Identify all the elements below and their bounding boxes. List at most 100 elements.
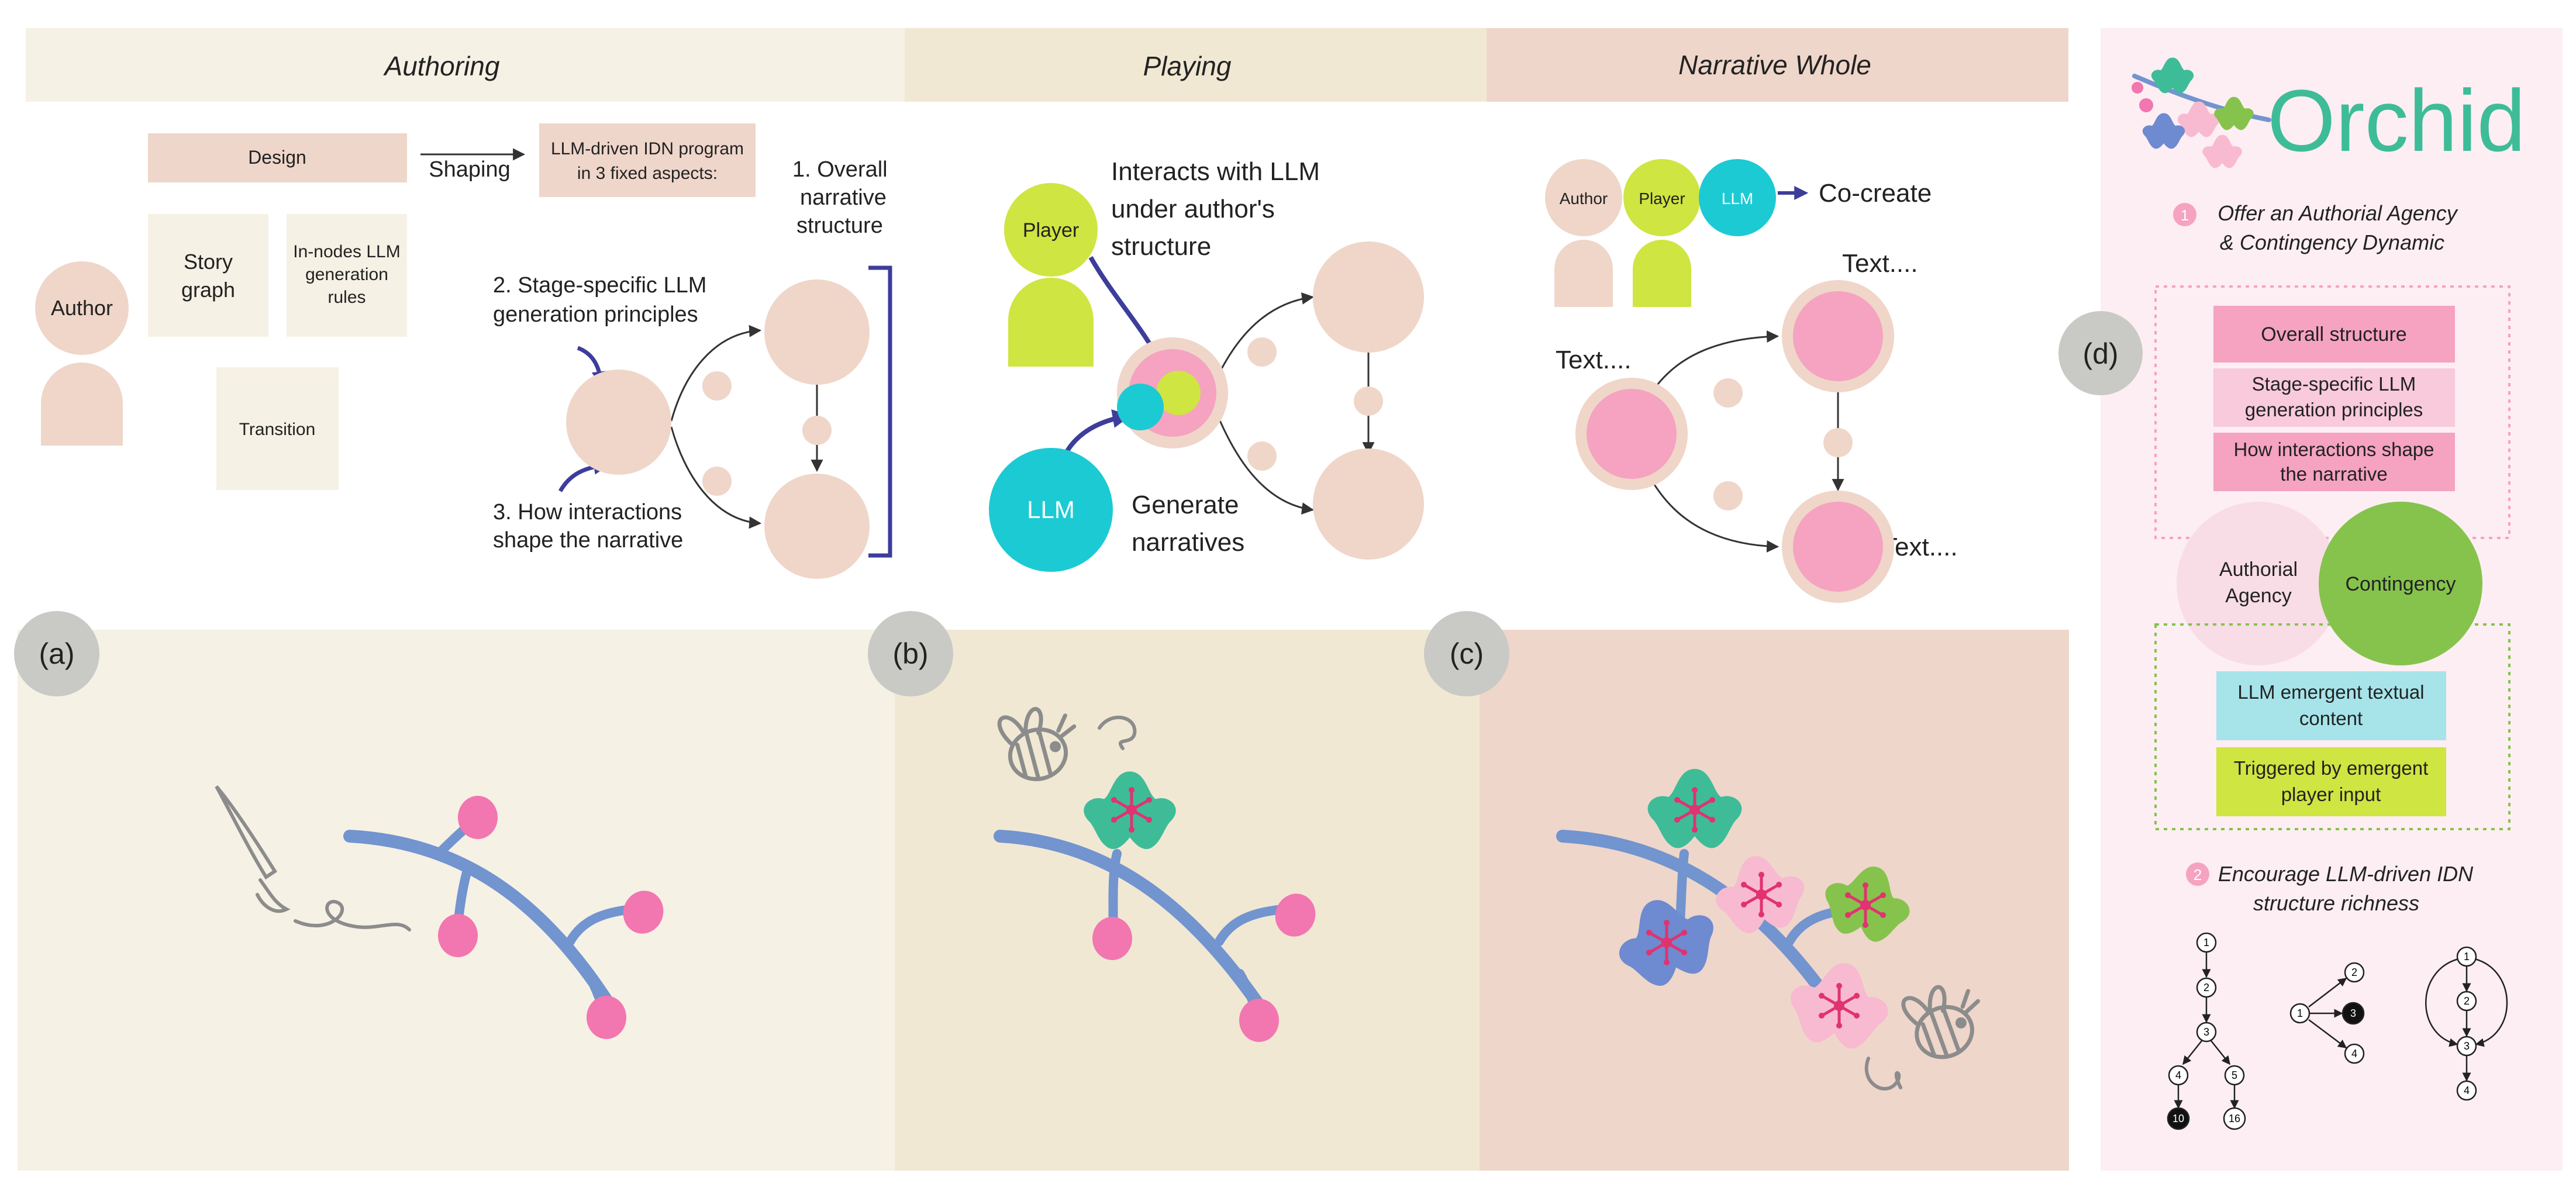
g3-node-3: 3 bbox=[2464, 1040, 2470, 1052]
playing-node-bottom bbox=[1313, 448, 1424, 560]
num2-badge bbox=[2186, 862, 2209, 886]
narrative-header bbox=[1487, 28, 2068, 102]
player-body bbox=[1008, 278, 1094, 367]
nw-transition-2 bbox=[1713, 481, 1743, 510]
num1-label: 1 bbox=[2181, 206, 2189, 224]
contingency-label: Contingency bbox=[2345, 573, 2456, 595]
shaping-label: Shaping bbox=[429, 157, 510, 182]
overall-structure-label: Overall structure bbox=[2261, 323, 2406, 346]
emergent-line2: content bbox=[2299, 708, 2363, 729]
label-b-badge bbox=[868, 611, 953, 696]
structure-bracket bbox=[868, 265, 892, 558]
llm-label: LLM bbox=[1027, 496, 1075, 523]
story-graph-box bbox=[148, 214, 268, 337]
text-top: Text.... bbox=[1842, 249, 1918, 278]
aspect2-line1: 2. Stage-specific LLM bbox=[493, 273, 706, 298]
authorial-line1: Authorial bbox=[2219, 558, 2298, 581]
bee-icon bbox=[998, 700, 1137, 786]
aspect1-line2: narrative bbox=[800, 185, 887, 210]
design-box bbox=[148, 133, 407, 182]
interacts-line1: Interacts with LLM bbox=[1111, 157, 1320, 186]
g2-node-1: 1 bbox=[2297, 1007, 2303, 1019]
text-left: Text.... bbox=[1556, 346, 1632, 374]
overall-structure-box bbox=[2213, 306, 2455, 363]
orchid-logo-icon bbox=[2132, 57, 2271, 168]
g1-node-3: 3 bbox=[2203, 1026, 2209, 1038]
program-line1: LLM-driven IDN program bbox=[551, 139, 744, 158]
transition-box bbox=[216, 367, 339, 490]
aspect3-line2: shape the narrative bbox=[493, 528, 683, 553]
narrative-title: Narrative Whole bbox=[1678, 50, 1871, 80]
interactions-line1: How interactions shape bbox=[2233, 439, 2434, 460]
author-body bbox=[41, 363, 123, 446]
aspect1-line3: structure bbox=[796, 213, 883, 238]
story-graph-line2: graph bbox=[181, 278, 235, 302]
g1-node-4: 4 bbox=[2175, 1069, 2181, 1081]
rules-box bbox=[287, 214, 407, 337]
aspect1-line1: 1. Overall bbox=[792, 157, 888, 182]
authoring-node-top bbox=[764, 279, 870, 385]
g1-node-16: 16 bbox=[2229, 1113, 2240, 1124]
g2-node-3: 3 bbox=[2350, 1007, 2356, 1019]
llm-circle bbox=[989, 448, 1113, 572]
stage-box bbox=[2213, 368, 2455, 427]
panel-b bbox=[895, 630, 1480, 1171]
playing-transition-2 bbox=[1247, 441, 1277, 471]
story-graph-line1: Story bbox=[184, 250, 233, 274]
rules-line2: generation bbox=[305, 265, 388, 284]
playing-node-top bbox=[1313, 241, 1424, 353]
panel-b-branch bbox=[994, 771, 1316, 1042]
g3-node-2: 2 bbox=[2464, 995, 2470, 1007]
label-d-badge bbox=[2058, 311, 2143, 395]
nw-node-top-inner bbox=[1793, 291, 1883, 381]
nw-node-start-inner bbox=[1587, 389, 1677, 479]
llm-arrow bbox=[1062, 409, 1132, 457]
g3-node-4: 4 bbox=[2464, 1085, 2470, 1096]
g1-node-10: 10 bbox=[2172, 1113, 2184, 1124]
g2-node-2: 2 bbox=[2351, 967, 2357, 978]
playing-transition-1 bbox=[1247, 337, 1277, 367]
player-head bbox=[1004, 183, 1098, 277]
playing-header bbox=[905, 28, 1487, 102]
brush-icon bbox=[215, 785, 411, 931]
nw-author-head bbox=[1545, 159, 1622, 236]
nw-player-body bbox=[1633, 240, 1691, 307]
nw-player-head bbox=[1623, 159, 1701, 236]
g1-node-2: 2 bbox=[2203, 982, 2209, 993]
interacts-line2: under author's bbox=[1111, 195, 1275, 223]
offer-line2: & Contingency Dynamic bbox=[2220, 230, 2444, 254]
playing-title: Playing bbox=[1143, 51, 1232, 81]
num1-badge bbox=[2173, 203, 2196, 226]
label-a: (a) bbox=[39, 637, 74, 670]
nw-llm-label: LLM bbox=[1722, 189, 1753, 208]
mini-graph-3 bbox=[2425, 958, 2508, 1082]
generate-line2: narratives bbox=[1132, 528, 1244, 557]
authoring-transition-2 bbox=[702, 467, 732, 496]
authoring-node-start bbox=[566, 370, 671, 475]
nw-author-label: Author bbox=[1560, 189, 1608, 208]
playing-transition-3 bbox=[1354, 387, 1383, 416]
rules-line3: rules bbox=[327, 288, 365, 307]
encourage-line2: structure richness bbox=[2253, 891, 2419, 915]
authoring-title: Authoring bbox=[383, 51, 500, 81]
interacts-line3: structure bbox=[1111, 232, 1211, 261]
authoring-transition-1 bbox=[702, 371, 732, 401]
playing-player-dot bbox=[1156, 371, 1201, 415]
triggered-box bbox=[2216, 747, 2446, 816]
program-line2: in 3 fixed aspects: bbox=[577, 164, 718, 183]
g1-node-1: 1 bbox=[2203, 937, 2209, 948]
playing-llm-dot bbox=[1117, 384, 1164, 430]
nw-transition-3 bbox=[1823, 428, 1853, 457]
g3-node-1: 1 bbox=[2464, 951, 2470, 962]
program-box bbox=[539, 123, 756, 197]
label-d: (d) bbox=[2082, 337, 2118, 370]
text-bottom: Text.... bbox=[1882, 533, 1958, 561]
interactions-box bbox=[2213, 433, 2455, 491]
authorial-agency-circle bbox=[2177, 502, 2340, 665]
encourage-line1: Encourage LLM-driven IDN bbox=[2218, 862, 2474, 886]
label-b: (b) bbox=[892, 637, 928, 670]
generate-line1: Generate bbox=[1132, 491, 1239, 519]
player-label: Player bbox=[1023, 219, 1079, 241]
nw-player-label: Player bbox=[1639, 189, 1685, 208]
